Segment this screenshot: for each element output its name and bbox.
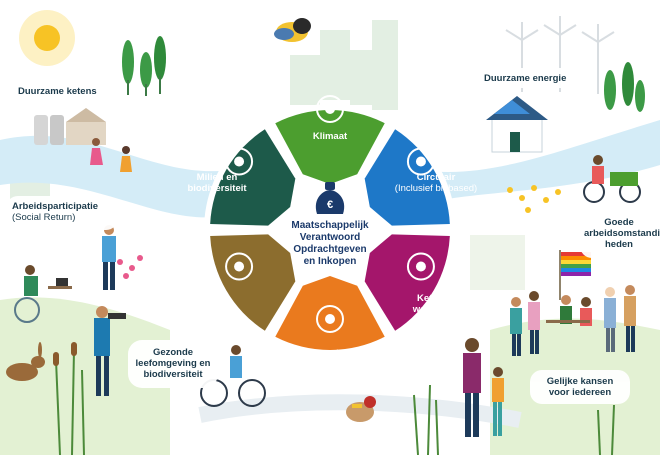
label-bubbles: [6, 68, 656, 404]
label-arbeidsparticipatie: Arbeidsparticipatie (Social Return): [12, 201, 98, 223]
reed-plants: [55, 349, 615, 455]
label-gelijke-line2: voor iedereen: [548, 387, 612, 398]
label-gezonde-line2: leefomgeving en: [135, 358, 211, 369]
recycle-arrows-icon: [406, 147, 435, 176]
center-line-1: Maatschappelijk: [291, 220, 369, 231]
segment-circulair-label: Circulair (Inclusief biobased): [386, 172, 486, 194]
label-gelijke-kansen: Gelijke kansen voor iedereen: [534, 376, 626, 398]
label-gezonde-line1: Gezonde: [152, 347, 194, 358]
label-duurzame-energie: Duurzame energie: [484, 73, 566, 84]
globe-handshake-icon: [316, 95, 344, 123]
center-line-3: Opdrachtgeven: [293, 244, 367, 255]
document-globe-icon: [406, 252, 435, 281]
center-line-2: Verantwoord: [299, 232, 361, 243]
wind-turbine-icons: [505, 16, 615, 94]
segment-milieu-label: Milieu en biodiversiteit: [172, 172, 262, 194]
label-gelijke-line1: Gelijke kansen: [546, 376, 614, 387]
label-duurzame-ketens-text: Duurzame ketens: [18, 86, 97, 97]
hands-heart-icon: [316, 305, 344, 333]
segment-milieu: [210, 129, 296, 226]
sun-icon: [19, 10, 75, 66]
money-bag-euro-icon: [315, 182, 345, 214]
segment-keten-label: Ketenverant- woordelijkheid (ISV): [398, 293, 494, 326]
rabbit-icon: [6, 342, 45, 381]
label-duurzame-energie-text: Duurzame energie: [484, 73, 567, 84]
segment-keten-line1: Ketenverant-: [416, 293, 476, 304]
label-arbeidsparticipatie-title: Arbeidsparticipatie: [12, 201, 99, 212]
grass-field-left: [0, 297, 170, 455]
flower-icons: [117, 185, 561, 279]
segment-circulair: [364, 129, 450, 226]
segment-diversiteit-line1: Diversiteit: [307, 348, 353, 359]
globe-leaf-icon: [225, 147, 254, 176]
segment-keten-line2: woordelijkheid: [412, 304, 480, 315]
house-solar-icon: [486, 96, 548, 153]
tree-icons: [122, 36, 645, 112]
center-title: Maatschappelijk Verantwoord Opdrachtgeve…: [268, 220, 392, 268]
center-line-4: en Inkopen: [303, 256, 357, 267]
factory-icon: [34, 108, 106, 145]
rainbow-flag-icon: [559, 250, 591, 300]
segment-klimaat: [275, 110, 385, 184]
segment-circulair-subtitle: (Inclusief biobased): [394, 183, 478, 194]
label-gezonde-line3: biodiversiteit: [143, 369, 203, 380]
segment-milieu-line1: Milieu en: [196, 172, 238, 183]
segment-klimaat-label: Klimaat: [292, 131, 368, 142]
segment-klimaat-title: Klimaat: [312, 131, 348, 142]
segment-circulair-title: Circulair: [416, 172, 456, 183]
segment-milieu-line2: biodiversiteit: [187, 183, 247, 194]
label-goede-arbeidsomstandigheden: Goede arbeidsomstandig- heden: [584, 217, 660, 250]
segment-social-label: Social Return: [176, 297, 252, 319]
label-gezonde-leefomgeving: Gezonde leefomgeving en biodiversiteit: [132, 347, 214, 380]
segment-keten-subtitle: (ISV): [435, 315, 457, 326]
bird-icons: [274, 18, 376, 422]
segment-social-line2: Return: [198, 308, 230, 319]
label-arbeidsparticipatie-subtitle: (Social Return): [12, 212, 76, 223]
segment-diversiteit: [275, 276, 385, 351]
people-icon: [225, 252, 254, 281]
wheel-diagram: €: [204, 95, 456, 356]
segment-diversiteit-label: Diversiteit en inclusie: [288, 348, 372, 370]
label-goede-line2: arbeidsomstandig-: [584, 228, 660, 239]
label-duurzame-ketens: Duurzame ketens: [18, 86, 97, 97]
label-goede-line1: Goede: [604, 217, 634, 228]
cattail-icons: [53, 342, 77, 366]
segment-social-line1: Social: [200, 297, 228, 308]
euro-symbol: €: [327, 199, 333, 211]
segment-diversiteit-line2: en inclusie: [305, 359, 355, 370]
segment-keten: [364, 234, 450, 331]
label-goede-line3: heden: [605, 239, 633, 250]
segment-social: [210, 234, 296, 331]
